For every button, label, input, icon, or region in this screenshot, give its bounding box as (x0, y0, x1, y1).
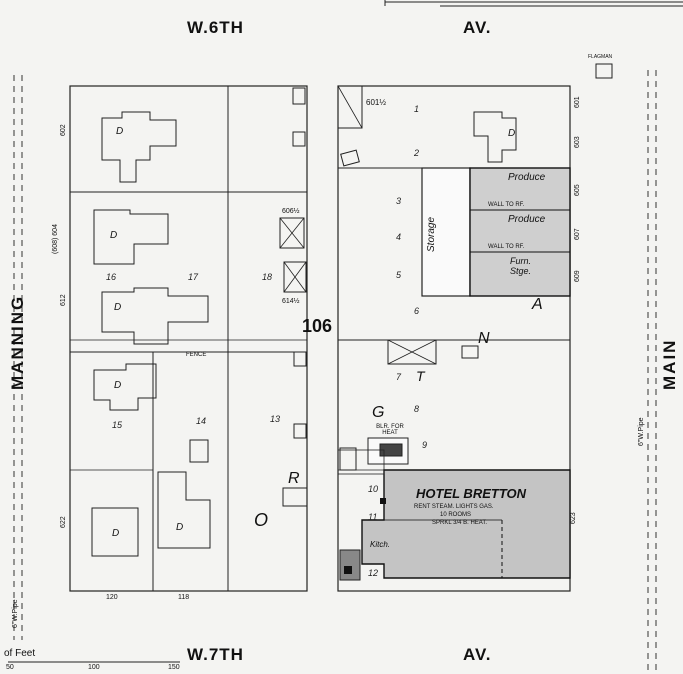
scale-tick: 100 (88, 664, 100, 671)
scale-tick: 150 (168, 664, 180, 671)
dwelling-mark: D (114, 302, 122, 313)
produce-label-1: Produce (508, 172, 546, 183)
address-label: 606½ (282, 208, 300, 215)
pipe-label: 6"W.Pipe (638, 417, 645, 446)
lot-number: 8 (414, 404, 420, 414)
address-label: 605 (574, 184, 581, 196)
dwelling-mark: D (114, 380, 122, 391)
lot-number: 1 (414, 104, 420, 114)
lot-number: 9 (422, 440, 428, 450)
street-left: MANNING (8, 294, 27, 390)
address-label: 612 (60, 294, 67, 306)
street-right: MAIN (660, 338, 679, 390)
dwelling-mark: D (112, 528, 120, 539)
address-label: 614½ (282, 298, 300, 305)
address-label: 607 (574, 228, 581, 240)
dwelling-mark: D (508, 128, 516, 139)
produce-label-2: Produce (508, 214, 546, 225)
furn-stge-label: Furn. Stge. (510, 256, 532, 276)
scale-label: of Feet (4, 648, 36, 659)
lot-number: 17 (188, 272, 199, 282)
lot-number: 18 (262, 272, 273, 282)
address-label: 609 (574, 270, 581, 282)
address-label: 118 (178, 594, 190, 601)
boiler-label: BLR. FOR HEAT (376, 424, 404, 436)
lot-number: 11 (368, 512, 378, 522)
lot-number: 5 (396, 270, 402, 280)
street-top-right: AV. (463, 18, 492, 37)
address-label: 120 (106, 594, 118, 601)
address-label: 622 (60, 516, 67, 528)
lot-number: 16 (106, 272, 117, 282)
address-label: 601 (574, 96, 581, 108)
storage-label: Storage (426, 216, 437, 252)
dwelling-mark: D (110, 230, 118, 241)
wall-label-2: WALL TO RF. (488, 244, 525, 250)
street-bottom-right: AV. (463, 645, 492, 664)
letter-mark: N (478, 330, 490, 347)
letter-mark: O (254, 510, 269, 530)
dwelling-mark: D (176, 522, 184, 533)
lot-number: 15 (112, 420, 123, 430)
flagman-label: FLAGMAN (588, 54, 613, 60)
address-label: 623 (570, 512, 577, 524)
block-number: 106 (302, 316, 333, 336)
wall-label-1: WALL TO RF. (488, 202, 525, 208)
lot-number: 2 (414, 148, 420, 158)
street-bottom-left: W.7TH (187, 645, 244, 664)
dwelling-mark: D (116, 126, 124, 137)
hotel-detail-3: SPRKL 3/4 B. HEAT. (432, 520, 488, 526)
address-label: (608) 604 (52, 224, 59, 254)
address-label: 601½ (366, 98, 387, 107)
letter-mark: G (372, 404, 385, 421)
lot-number: 14 (196, 416, 207, 426)
letter-mark: A (532, 296, 543, 313)
street-top-left: W.6TH (187, 18, 244, 37)
letter-mark: R (288, 470, 300, 487)
letter-mark: T (416, 368, 425, 384)
lot-number: 12 (368, 568, 379, 578)
hotel-detail-2: 10 ROOMS (440, 512, 472, 518)
scale-tick: 50 (6, 664, 14, 671)
fence-label: FENCE (186, 352, 207, 358)
lot-number: 6 (414, 306, 420, 316)
address-label: 603 (574, 136, 581, 148)
pipe-label: 6"W.Pipe (12, 599, 19, 628)
lot-number: 13 (270, 414, 281, 424)
lot-number: 4 (396, 232, 402, 242)
lot-number: 3 (396, 196, 402, 206)
hotel-detail-1: RENT STEAM. LIGHTS GAS. (414, 504, 494, 510)
address-label: 602 (60, 124, 67, 136)
lot-number: 10 (368, 484, 379, 494)
kitchen-label: Kitch. (370, 540, 391, 549)
lot-number: 7 (396, 372, 402, 382)
hotel-name: HOTEL BRETTON (416, 486, 527, 501)
